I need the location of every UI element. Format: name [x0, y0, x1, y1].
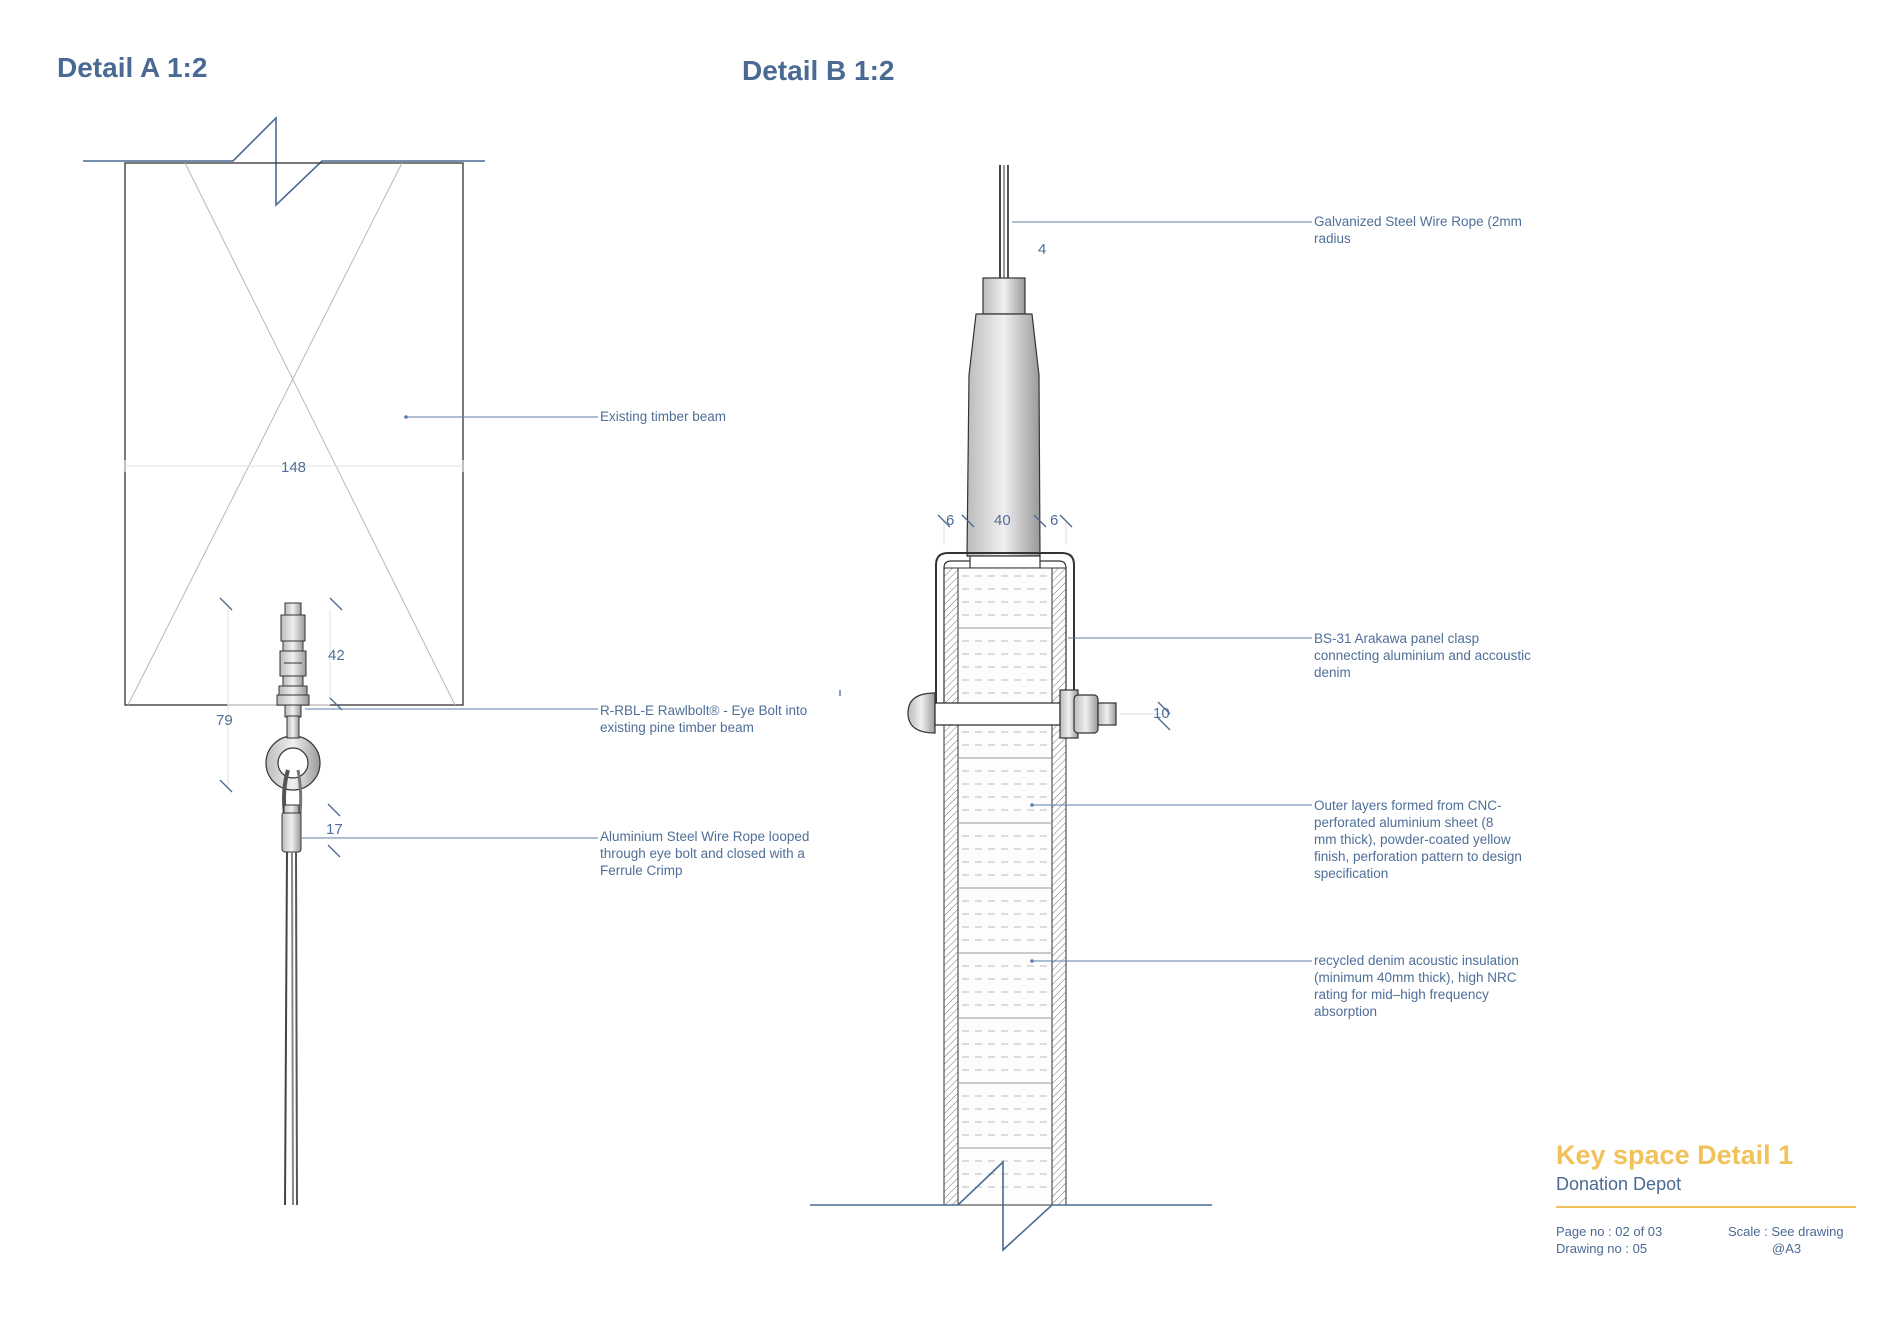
- dim-bolt-width: 79: [216, 712, 233, 729]
- detail-a-break-line: [83, 116, 485, 207]
- clasp-bolt: [907, 689, 1117, 739]
- title-block-rule: [1556, 1206, 1856, 1208]
- dim-beam-width: 148: [281, 459, 307, 476]
- sheet-title: Key space Detail 1: [1556, 1140, 1794, 1170]
- detail-b-title: Detail B 1:2: [742, 55, 895, 86]
- label-panel-clasp: BS-31 Arakawa panel clasp connecting alu…: [1314, 631, 1531, 680]
- label-wire-rope-loop: Aluminium Steel Wire Rope looped through…: [600, 829, 810, 878]
- detail-b-break-line: [810, 1160, 1212, 1252]
- acoustic-panel-section: [943, 567, 1067, 1206]
- scale-note: Scale : See drawing: [1728, 1224, 1844, 1239]
- paper-size: @A3: [1772, 1241, 1802, 1256]
- dim-bolt: 10: [1153, 705, 1170, 722]
- wire-fitting: [966, 277, 1041, 557]
- aluminium-wire-rope: [281, 769, 303, 1206]
- page-number: Page no : 02 of 03: [1556, 1224, 1663, 1239]
- dim-core: 40: [994, 512, 1011, 529]
- dim-bolt-length: 42: [328, 647, 345, 664]
- label-outer-layers: Outer layers formed from CNC- perforated…: [1314, 798, 1522, 881]
- detail-b: [810, 165, 1312, 1252]
- label-eye-bolt: R-RBL-E Rawlbolt® - Eye Bolt into existi…: [600, 703, 808, 735]
- label-denim-insulation: recycled denim acoustic insulation (mini…: [1314, 953, 1519, 1019]
- galvanized-wire-rope: [999, 165, 1009, 278]
- label-timber-beam: Existing timber beam: [600, 409, 727, 424]
- dim-side-left: 6: [946, 512, 955, 529]
- dim-side-right: 6: [1050, 512, 1059, 529]
- detail-a: [83, 116, 598, 1206]
- label-galvanized-wire: Galvanized Steel Wire Rope (2mm radius: [1314, 214, 1522, 246]
- dim-wire: 4: [1038, 241, 1047, 258]
- project-name: Donation Depot: [1556, 1174, 1682, 1194]
- rawlbolt-eye-bolt: [265, 602, 321, 791]
- drawing-number: Drawing no : 05: [1556, 1241, 1648, 1256]
- dim-ferrule: 17: [326, 821, 343, 838]
- detail-a-title: Detail A 1:2: [57, 52, 208, 83]
